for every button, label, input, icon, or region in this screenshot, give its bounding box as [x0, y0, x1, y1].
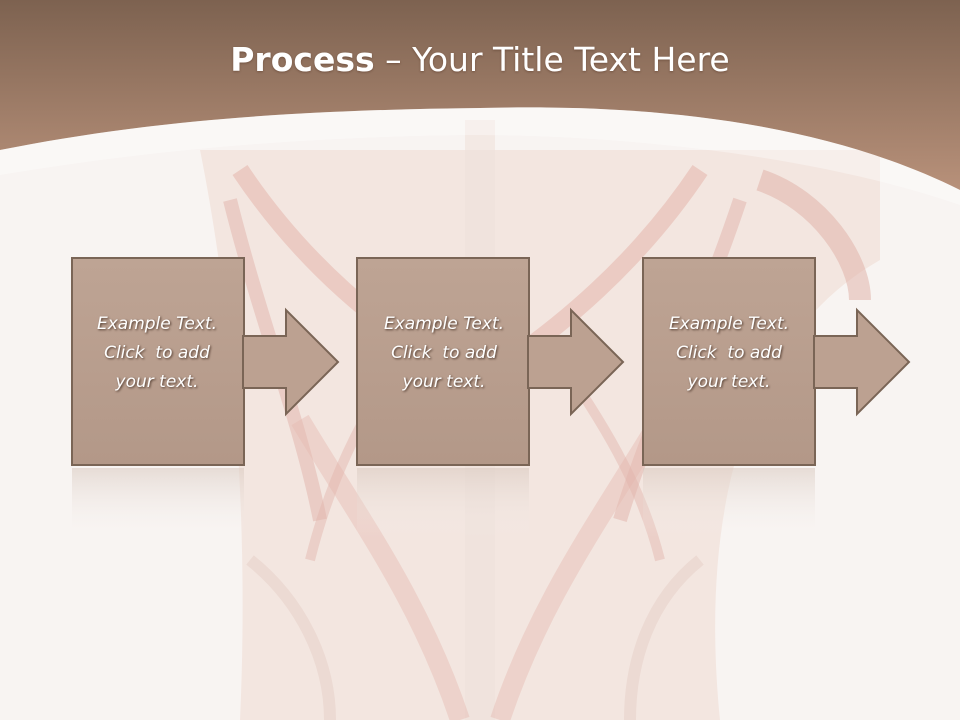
process-step-1 — [71, 257, 340, 538]
step-3-line-2: Click to add — [676, 343, 782, 363]
step-3-text[interactable]: Example Text. Click to add your text. — [644, 310, 814, 397]
process-step-2 — [356, 257, 625, 538]
step-1-line-3: your text. — [115, 372, 199, 392]
step-1-line-1: Example Text. — [96, 314, 218, 334]
step-2-text[interactable]: Example Text. Click to add your text. — [359, 310, 529, 397]
process-step-3 — [642, 257, 911, 538]
slide-title[interactable]: Process – Your Title Text Here — [0, 40, 960, 80]
title-bold-text: Process — [230, 40, 375, 79]
step-3-line-1: Example Text. — [668, 314, 790, 334]
step-2-line-1: Example Text. — [383, 314, 505, 334]
step-1-line-2: Click to add — [104, 343, 210, 363]
step-3-line-3: your text. — [687, 372, 771, 392]
step-1-text[interactable]: Example Text. Click to add your text. — [72, 310, 242, 397]
step-2-line-2: Click to add — [391, 343, 497, 363]
header-swoosh — [0, 107, 960, 205]
title-rest-text: – Your Title Text Here — [374, 40, 730, 79]
header-band — [0, 0, 960, 190]
step-2-line-3: your text. — [402, 372, 486, 392]
